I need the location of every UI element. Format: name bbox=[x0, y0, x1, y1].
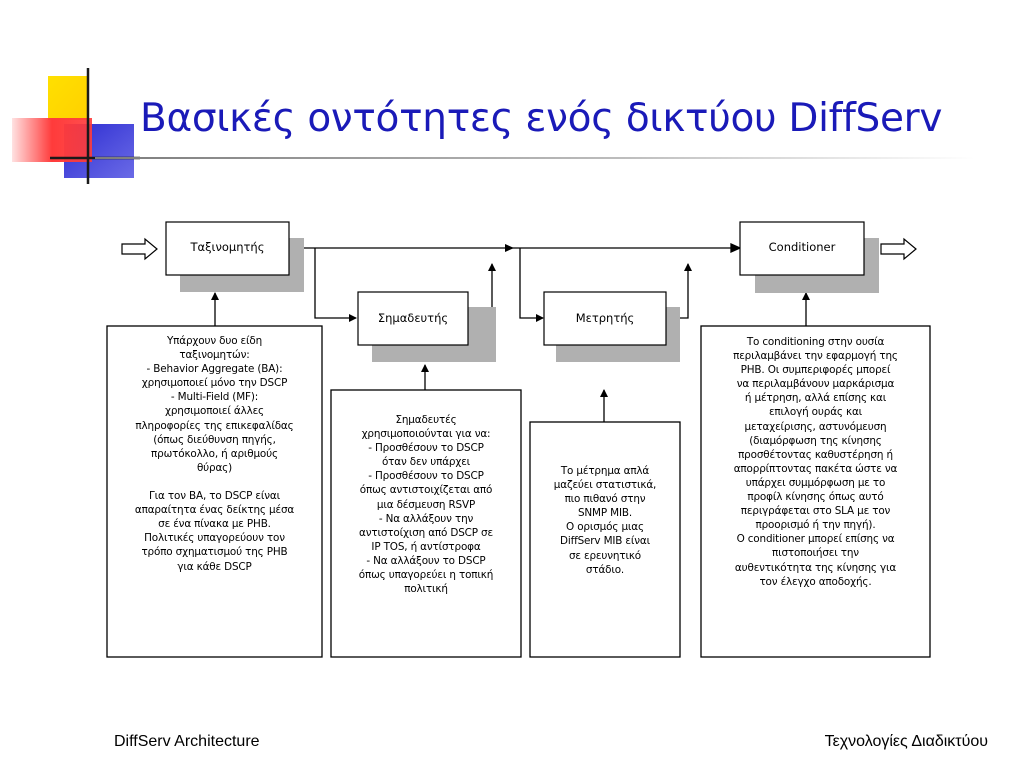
marker-in-arrowhead bbox=[349, 314, 357, 322]
marker-note-box bbox=[330, 389, 522, 658]
marker-return-arrowhead bbox=[488, 263, 496, 271]
branch-to-marker bbox=[314, 248, 356, 319]
title-underline bbox=[95, 157, 975, 159]
meter-note-box bbox=[529, 421, 681, 658]
component-boxes bbox=[165, 221, 865, 346]
classifier-box bbox=[165, 221, 290, 276]
conditioner-label: Conditioner bbox=[768, 240, 836, 254]
marker-label: Σημαδευτής bbox=[377, 311, 449, 325]
main-flow-arrowhead bbox=[505, 244, 514, 252]
classifier-note: Υπάρχουν δυο είδη ταξινομητών: - Behavio… bbox=[134, 335, 295, 573]
branch-to-meter bbox=[519, 248, 543, 319]
conditioner-note-box bbox=[700, 325, 931, 658]
logo-red-band bbox=[12, 118, 92, 162]
meter-box bbox=[543, 291, 667, 346]
conditioner-note: Το conditioning στην ουσία περιλαμβάνει … bbox=[733, 336, 898, 588]
meter-label: Μετρητής bbox=[575, 311, 635, 325]
meter-return-arrowhead bbox=[684, 263, 692, 271]
marker-box bbox=[357, 291, 469, 346]
page-title: Βασικές οντότητες ενός δικτύου DiffServ bbox=[140, 96, 943, 141]
meter-in-arrowhead bbox=[536, 314, 544, 322]
logo-decoration bbox=[12, 68, 140, 184]
conditioner-in-arrowhead bbox=[730, 242, 742, 254]
conditioner-box bbox=[739, 221, 865, 276]
meter-note: Το μέτρημα απλά μαζεύει στατιστικά, πιο … bbox=[553, 465, 657, 576]
footer-left: DiffServ Architecture bbox=[114, 733, 260, 750]
flow-lines bbox=[121, 237, 917, 422]
logo-yellow-square bbox=[48, 76, 88, 120]
classifier-label: Ταξινομητής bbox=[190, 240, 265, 254]
classifier-note-box bbox=[106, 325, 323, 658]
note-boxes bbox=[106, 325, 931, 658]
footer-right: Τεχνολογίες Διαδικτύου bbox=[824, 733, 988, 750]
output-arrow bbox=[880, 237, 917, 261]
input-arrow bbox=[121, 237, 158, 261]
marker-note: Σημαδευτές χρησιμοποιούνται για να: - Πρ… bbox=[358, 414, 494, 596]
